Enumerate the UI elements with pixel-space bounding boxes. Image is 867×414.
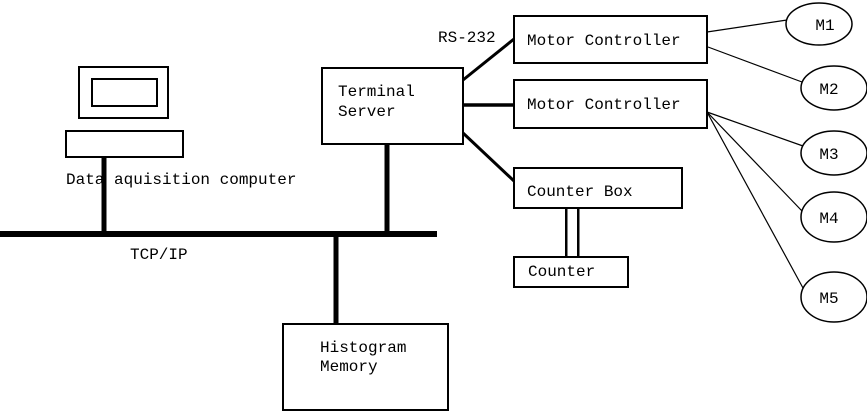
serial-link-label: RS-232 [438, 29, 496, 47]
mc1-to-m1-line [706, 19, 788, 33]
node-motor-controller-1: Motor Controller [513, 15, 708, 64]
motor-controller-1-box [513, 15, 708, 64]
motor-m1-ellipse [785, 2, 853, 46]
motor-m3-label: M3 [819, 146, 838, 164]
node-motor-m5: M5 [800, 271, 867, 323]
computer-caption: Data aquisition computer [66, 171, 296, 189]
mc1-to-m2-line [707, 46, 803, 83]
histogram-memory-label-line2: Memory [320, 358, 378, 376]
counter-box-box [513, 167, 683, 209]
motor-m5-label: M5 [819, 290, 838, 308]
node-motor-m4: M4 [800, 191, 867, 243]
motor-m1-label: M1 [815, 17, 834, 35]
terminal-server-label-line2: Server [338, 103, 396, 121]
node-counter: Counter [513, 256, 629, 288]
node-motor-m2: M2 [800, 65, 867, 111]
monitor-screen-icon [91, 78, 158, 107]
bus-label: TCP/IP [130, 246, 188, 264]
terminal-server-to-counter-box-line [461, 131, 516, 183]
node-motor-controller-2: Motor Controller [513, 79, 708, 129]
histogram-memory-label-line1: Histogram [320, 339, 406, 357]
counter-box-label: Counter Box [527, 183, 633, 201]
node-counter-box: Counter Box [513, 167, 683, 209]
terminal-server-box [321, 67, 464, 145]
node-motor-m1: M1 [785, 2, 853, 46]
keyboard-icon [65, 130, 184, 158]
motor-m3-ellipse [800, 130, 867, 176]
histogram-memory-box [282, 323, 449, 411]
motor-m4-label: M4 [819, 210, 838, 228]
mc2-to-m4-line [706, 111, 803, 212]
mc2-to-m5-line [706, 111, 804, 289]
computer-icon [65, 66, 184, 158]
terminal-server-to-mc1-line [462, 37, 515, 82]
terminal-server-label-line1: Terminal [338, 83, 415, 101]
motor-controller-2-label: Motor Controller [527, 96, 681, 114]
node-histogram-memory: Histogram Memory [282, 323, 449, 411]
counter-box [513, 256, 629, 288]
counter-label: Counter [528, 263, 595, 281]
motor-m5-ellipse [800, 271, 867, 323]
motor-controller-1-label: Motor Controller [527, 32, 681, 50]
motor-controller-2-box [513, 79, 708, 129]
motor-m4-ellipse [800, 191, 867, 243]
motor-m2-ellipse [800, 65, 867, 111]
motor-m2-label: M2 [819, 81, 838, 99]
node-motor-m3: M3 [800, 130, 867, 176]
mc2-to-m3-line [706, 111, 804, 147]
node-terminal-server: Terminal Server [321, 67, 464, 145]
